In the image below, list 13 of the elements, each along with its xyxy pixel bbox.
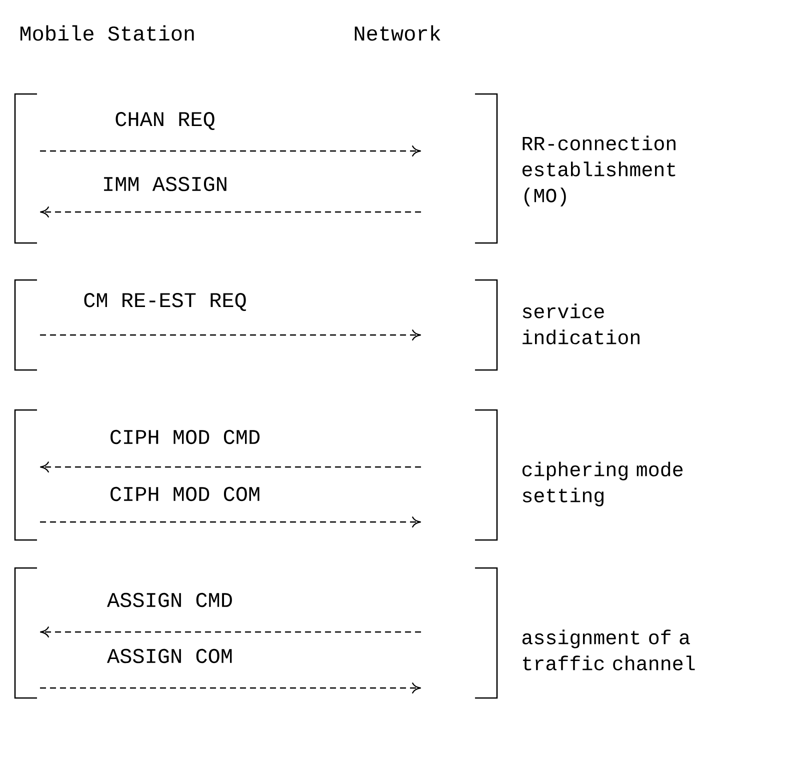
phase-description: ciphering mode setting xyxy=(522,462,683,506)
phase-description: assignment of a traffic channel xyxy=(522,630,695,670)
message-label: CHAN REQ xyxy=(116,112,214,130)
message-label: CIPH MOD CMD xyxy=(110,430,260,444)
message-label: ASSIGN COM xyxy=(107,648,232,664)
message-label: CM RE-EST REQ xyxy=(84,293,246,311)
message-label: IMM ASSIGN xyxy=(104,176,226,192)
phase-description: service indication xyxy=(522,304,640,344)
phase-description: RR-connection establishment (MO) xyxy=(522,136,676,206)
column-heading: Network xyxy=(354,25,440,41)
message-label: ASSIGN CMD xyxy=(107,592,232,608)
message-label: CIPH MOD COM xyxy=(110,486,260,502)
column-heading: Mobile Station xyxy=(20,25,194,41)
